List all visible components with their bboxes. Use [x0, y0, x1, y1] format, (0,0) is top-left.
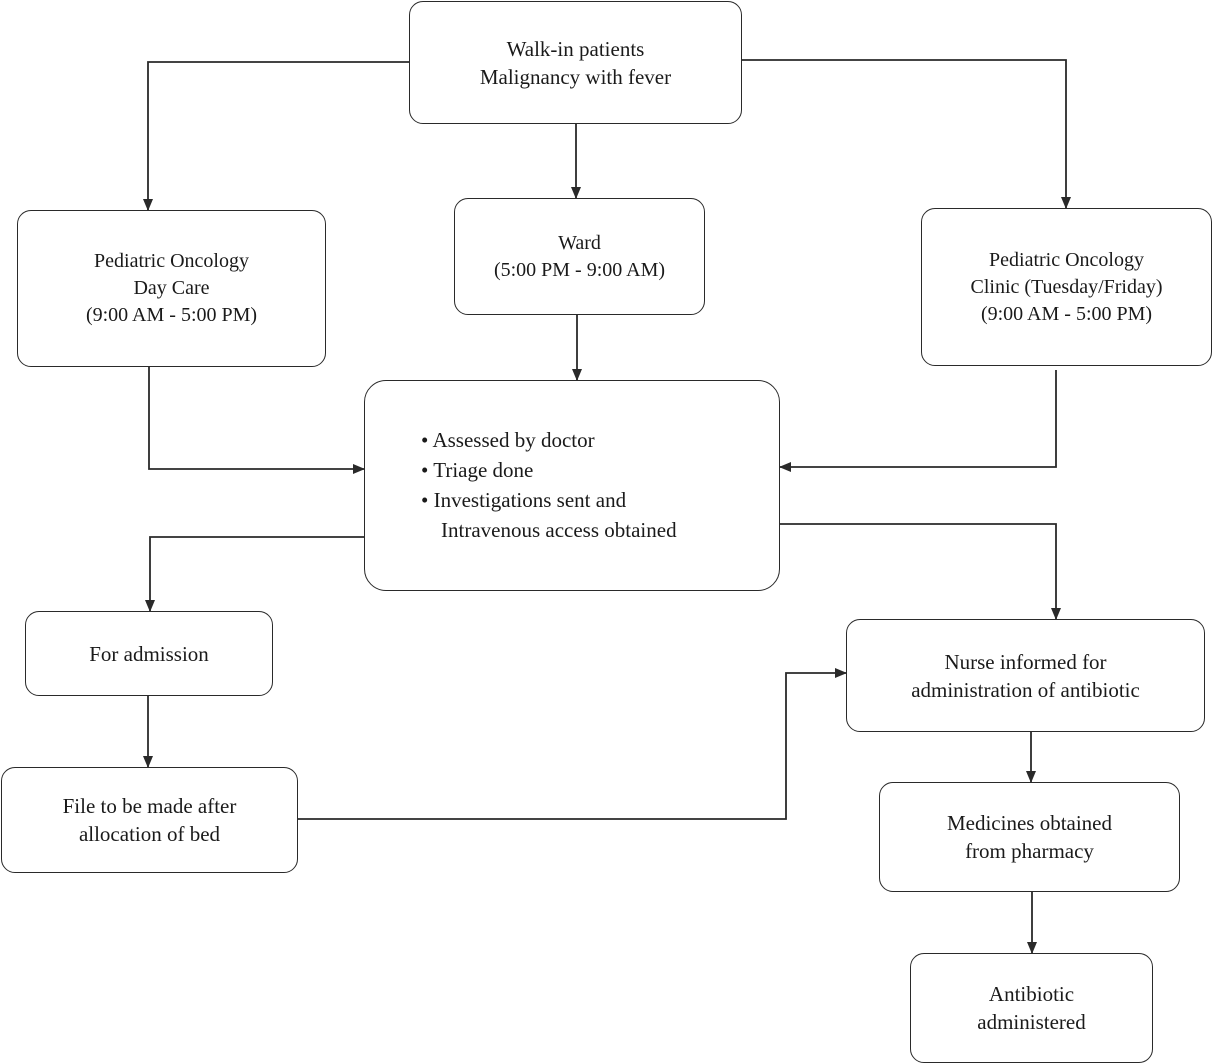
- assessment-item-1-text: Assessed by doctor: [432, 428, 595, 452]
- node-nurse-line-1: Nurse informed for: [944, 649, 1107, 674]
- node-clinic-line-3: (9:00 AM - 5:00 PM): [980, 302, 1153, 325]
- node-antibiotic-administered: Antibiotic administered: [910, 953, 1153, 1063]
- node-day-care-line-1: Pediatric Oncology: [94, 250, 249, 272]
- edge-assess-to-admission: [145, 536, 364, 612]
- assessment-item-3: • Investigations sent and: [421, 488, 627, 512]
- node-walk-in-line-2: Malignancy with fever: [479, 64, 672, 89]
- assessment-item-3-text: Investigations sent and: [433, 488, 627, 512]
- node-meds-line-1: Medicines obtained: [946, 811, 1113, 835]
- assessment-item-1: • Assessed by doctor: [421, 428, 595, 452]
- edge-walkin-to-clinic: [742, 59, 1071, 209]
- node-medicines-obtained: Medicines obtained from pharmacy: [879, 782, 1180, 892]
- node-walk-in-patients: Walk-in patients Malignancy with fever: [409, 1, 742, 124]
- node-file-after-bed: File to be made after allocation of bed: [1, 767, 298, 873]
- node-nurse-line-2: administration of antibiotic: [911, 677, 1140, 702]
- node-clinic-line-1: Pediatric Oncology: [989, 248, 1144, 271]
- node-anti-line-1: Antibiotic: [988, 982, 1075, 1006]
- node-file-line-2: allocation of bed: [78, 822, 221, 846]
- assessment-item-3-continued: Intravenous access obtained: [441, 518, 677, 542]
- node-file-line-1: File to be made after: [62, 794, 237, 818]
- node-ward: Ward (5:00 PM - 9:00 AM): [454, 198, 705, 315]
- node-ward-line-2: (5:00 PM - 9:00 AM): [493, 258, 666, 281]
- edge-walkin-to-daycare: [143, 61, 409, 211]
- node-day-care: Pediatric Oncology Day Care (9:00 AM - 5…: [17, 210, 326, 367]
- assessment-item-2: • Triage done: [421, 458, 534, 482]
- node-clinic-line-2: Clinic (Tuesday/Friday): [970, 275, 1163, 298]
- edge-daycare-to-assess: [148, 367, 365, 474]
- node-nurse-informed: Nurse informed for administration of ant…: [846, 619, 1205, 732]
- edge-file-to-nurse: [298, 668, 847, 820]
- node-meds-line-2: from pharmacy: [965, 839, 1094, 863]
- node-day-care-line-2: Day Care: [133, 277, 210, 299]
- node-assessment: • Assessed by doctor • Triage done • Inv…: [364, 380, 780, 591]
- node-for-admission: For admission: [25, 611, 273, 696]
- edge-assess-to-nurse: [780, 523, 1061, 620]
- node-walk-in-line-1: Walk-in patients: [506, 36, 645, 61]
- node-day-care-line-3: (9:00 AM - 5:00 PM): [85, 304, 258, 326]
- assessment-item-2-text: Triage done: [433, 458, 534, 482]
- node-anti-line-2: administered: [977, 1010, 1086, 1034]
- edge-clinic-to-assess: [779, 370, 1057, 472]
- node-clinic: Pediatric Oncology Clinic (Tuesday/Frida…: [921, 208, 1212, 366]
- node-ward-line-1: Ward: [558, 231, 601, 254]
- node-admission-line-1: For admission: [89, 641, 209, 666]
